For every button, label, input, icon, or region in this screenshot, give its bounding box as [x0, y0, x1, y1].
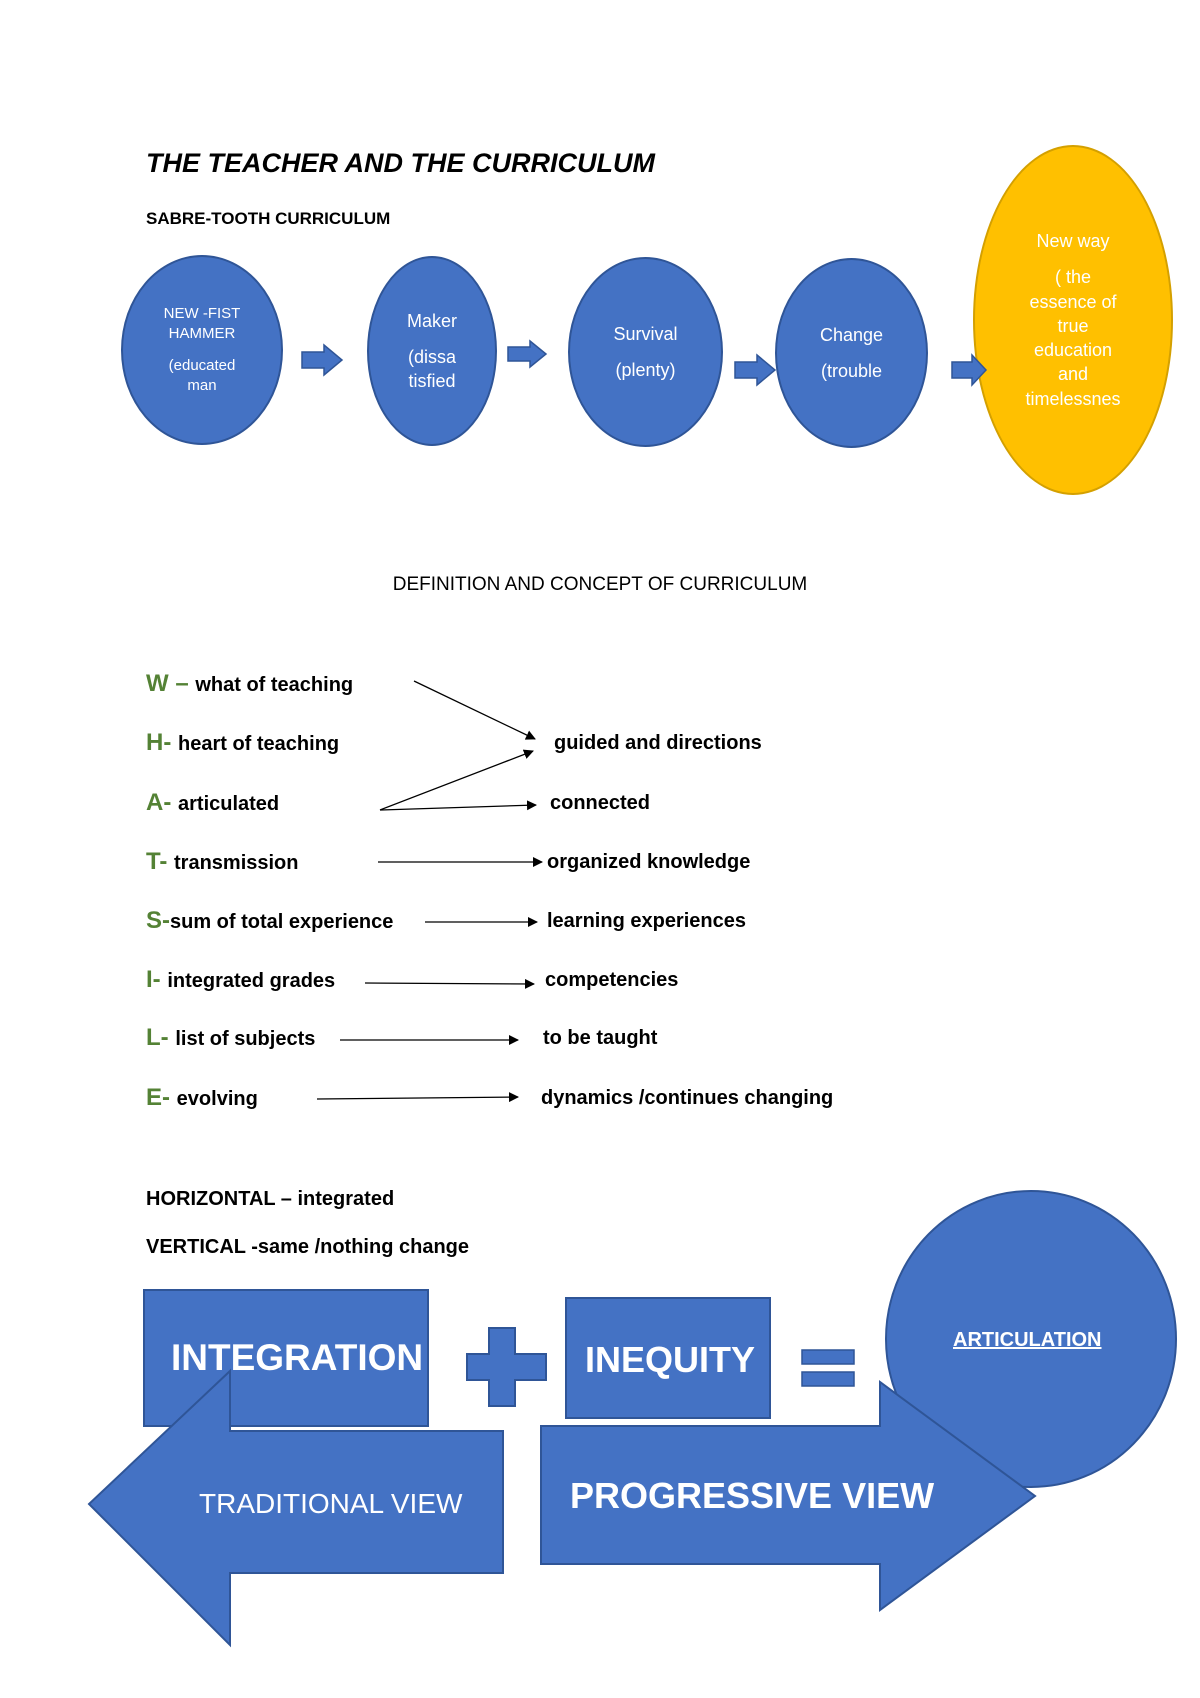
connector-arrow — [316, 1092, 519, 1103]
inequity-label: INEQUITY — [585, 1339, 756, 1380]
acronym-letter: A- — [146, 789, 172, 816]
flow-node-text: essence of — [1029, 291, 1117, 312]
target-organized-knowledge: organized knowledge — [547, 851, 751, 873]
acronym-description: articulated — [178, 793, 280, 815]
articulation-circle — [885, 1190, 1177, 1488]
connector-arrow — [379, 749, 534, 811]
acronym-row-w: W – what of teaching — [146, 670, 353, 698]
acronym-row-t: T- transmission — [146, 848, 298, 876]
articulation-label: ARTICULATION — [953, 1329, 1102, 1351]
definition-title: DEFINITION AND CONCEPT OF CURRICULUM — [392, 574, 808, 595]
acronym-description: evolving — [176, 1088, 258, 1110]
acronym-letter: E- — [146, 1084, 170, 1111]
flow-node-text: education — [1033, 340, 1113, 361]
flow-node-text: (educated — [168, 357, 236, 374]
acronym-letter: W – — [146, 670, 189, 697]
target-guided-directions: guided and directions — [554, 732, 762, 754]
equals-icon — [801, 1349, 855, 1365]
acronym-description: heart of teaching — [178, 733, 340, 755]
horizontal-note: HORIZONTAL – integrated — [146, 1188, 395, 1210]
acronym-letter: I- — [146, 966, 161, 993]
flow-node-text: Change — [819, 324, 884, 345]
traditional-view-arrow — [87, 1368, 504, 1648]
traditional-view-label: TRADITIONAL VIEW — [199, 1488, 463, 1519]
inequity-box — [565, 1297, 771, 1419]
flow-node-text: NEW -FIST — [163, 304, 241, 322]
flow-node-survival: Survival (plenty) — [568, 257, 723, 447]
target-competencies: competencies — [545, 969, 679, 991]
connector-arrow — [413, 680, 536, 740]
acronym-description: list of subjects — [175, 1028, 316, 1050]
connector-arrow — [364, 978, 535, 989]
connector-arrow — [379, 800, 537, 811]
progressive-view-label: PROGRESSIVE VIEW — [570, 1475, 935, 1516]
target-dynamics: dynamics /continues changing — [541, 1087, 834, 1109]
flow-node-text: HAMMER — [168, 324, 236, 342]
flow-node-text: and — [1057, 364, 1089, 385]
flow-node-text: Survival — [613, 323, 678, 344]
target-connected: connected — [550, 792, 651, 814]
section-subtitle: SABRE-TOOTH CURRICULUM — [146, 209, 391, 228]
acronym-letter: S- — [146, 907, 170, 934]
plus-icon — [466, 1327, 547, 1407]
right-arrow-icon — [734, 353, 777, 387]
acronym-description: integrated grades — [167, 970, 336, 992]
target-to-be-taught: to be taught — [543, 1027, 658, 1049]
right-arrow-icon — [951, 353, 988, 387]
acronym-description: transmission — [174, 852, 299, 874]
flow-node-change: Change (trouble — [775, 258, 928, 448]
flow-node-text: tisfied — [408, 371, 456, 392]
acronym-row-i: I- integrated grades — [146, 966, 335, 994]
integration-label: INTEGRATION — [171, 1337, 424, 1378]
flow-node-text: (dissa — [407, 346, 456, 367]
document-title: THE TEACHER AND THE CURRICULUM — [146, 148, 655, 178]
flow-node-text: (plenty) — [615, 360, 676, 380]
vertical-note: VERTICAL -same /nothing change — [146, 1236, 469, 1258]
flow-node-text: (trouble — [820, 361, 883, 381]
flow-node-maker: Maker (dissa tisfied — [367, 256, 497, 446]
acronym-letter: T- — [146, 848, 168, 875]
equals-icon — [801, 1371, 855, 1387]
acronym-letter: L- — [146, 1024, 169, 1051]
target-learning-experiences: learning experiences — [547, 910, 746, 932]
acronym-row-h: H- heart of teaching — [146, 729, 339, 757]
flow-node-text: New way — [1036, 230, 1110, 251]
flow-node-text: timelessnes — [1025, 388, 1121, 409]
flow-node-new-way: New way ( the essence of true education … — [973, 145, 1173, 495]
flow-node-text: man — [187, 377, 217, 395]
flow-node-text: Maker — [406, 310, 457, 331]
flow-node-new-fist-hammer: NEW -FIST HAMMER (educated man — [121, 255, 283, 445]
flow-node-text: ( the — [1054, 267, 1092, 288]
acronym-row-s: S-sum of total experience — [146, 907, 393, 935]
acronym-description: what of teaching — [195, 674, 354, 696]
integration-box — [143, 1289, 429, 1427]
acronym-letter: H- — [146, 729, 172, 756]
acronym-row-e: E- evolving — [146, 1084, 258, 1112]
definition-connectors — [316, 680, 543, 1103]
right-arrow-icon — [507, 339, 548, 369]
acronym-row-l: L- list of subjects — [146, 1024, 315, 1052]
flow-node-text: true — [1057, 315, 1089, 336]
progressive-view-arrow — [540, 1380, 1037, 1612]
acronym-description: sum of total experience — [170, 911, 394, 933]
acronym-row-a: A- articulated — [146, 789, 279, 817]
right-arrow-icon — [301, 343, 344, 377]
